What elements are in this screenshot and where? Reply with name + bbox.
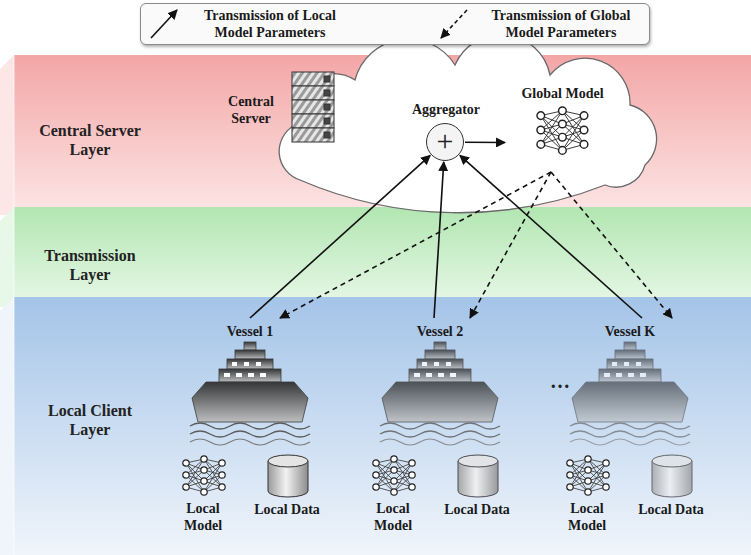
node-label: Vessel 2 xyxy=(417,323,464,340)
client-resource: Local Data xyxy=(637,452,705,548)
model-node: Vessel K xyxy=(570,318,690,448)
node-label: Global Model xyxy=(521,85,603,102)
legend-text: Transmission of Global Model Parameters xyxy=(475,7,647,41)
legend-arrow xyxy=(151,10,177,38)
server-node: Central Server xyxy=(220,66,340,154)
layer-band: Transmission Layer xyxy=(0,207,751,307)
solid-arrow xyxy=(434,162,444,318)
node-label: Local Data xyxy=(254,501,320,518)
legend-box: Transmission of Local Model Parameters Tr… xyxy=(140,3,650,45)
layer-band: Central Server LayerCentral ServerAggreg… xyxy=(0,55,751,215)
aggregator-circle: Aggregator+ xyxy=(426,123,464,161)
node-label: Local Model xyxy=(553,500,621,534)
model-node: Global Model xyxy=(505,80,620,172)
aggregator-label-holder: Aggregator xyxy=(387,100,505,118)
dashed-arrow xyxy=(551,172,672,318)
client-resource: Local Data xyxy=(443,452,511,548)
legend-sample xyxy=(437,6,471,42)
layer-band: Local Client Layer Vessel 1 Vessel 2 Vessel… xyxy=(0,297,751,555)
node-label: Vessel K xyxy=(605,323,655,340)
legend-text-holder: Transmission of Global Model Parameters xyxy=(475,7,647,41)
legend-text: Transmission of Local Model Parameters xyxy=(185,7,355,41)
node-label: Local Data xyxy=(444,501,510,518)
solid-arrow xyxy=(460,155,642,318)
ellipsis-label: … xyxy=(550,370,570,392)
ellipsis-holder: … xyxy=(540,370,580,392)
plus-sign: + xyxy=(437,126,454,156)
client-resource: Local Data xyxy=(253,452,321,548)
node-label: Local Data xyxy=(638,501,704,518)
client-resource: Local Model xyxy=(169,452,237,548)
layer-label-holder: Central Server Layer xyxy=(30,121,150,159)
dashed-arrow xyxy=(280,172,551,318)
node-label: Local Model xyxy=(359,500,427,534)
layer-label: Local Client Layer xyxy=(30,401,150,439)
legend-arrow xyxy=(441,10,467,38)
solid-arrow xyxy=(465,141,505,143)
layer-label: Transmission Layer xyxy=(30,246,150,284)
client-resource: Local Model xyxy=(553,452,621,548)
solid-arrow xyxy=(250,155,430,318)
node-label: Aggregator xyxy=(412,101,480,118)
layer-label-holder: Local Client Layer xyxy=(30,401,150,439)
layer-label-holder: Transmission Layer xyxy=(30,246,150,284)
model-node: Vessel 2 xyxy=(380,318,500,448)
node-label: Local Model xyxy=(169,500,237,534)
legend-text-holder: Transmission of Local Model Parameters xyxy=(185,7,355,41)
legend-sample xyxy=(147,6,181,42)
layer-label: Central Server Layer xyxy=(30,121,150,159)
model-node: Vessel 1 xyxy=(190,318,310,448)
node-label: Vessel 1 xyxy=(227,323,274,340)
node-label: Central Server xyxy=(220,93,282,127)
client-resource: Local Model xyxy=(359,452,427,548)
dashed-arrow xyxy=(470,172,551,318)
